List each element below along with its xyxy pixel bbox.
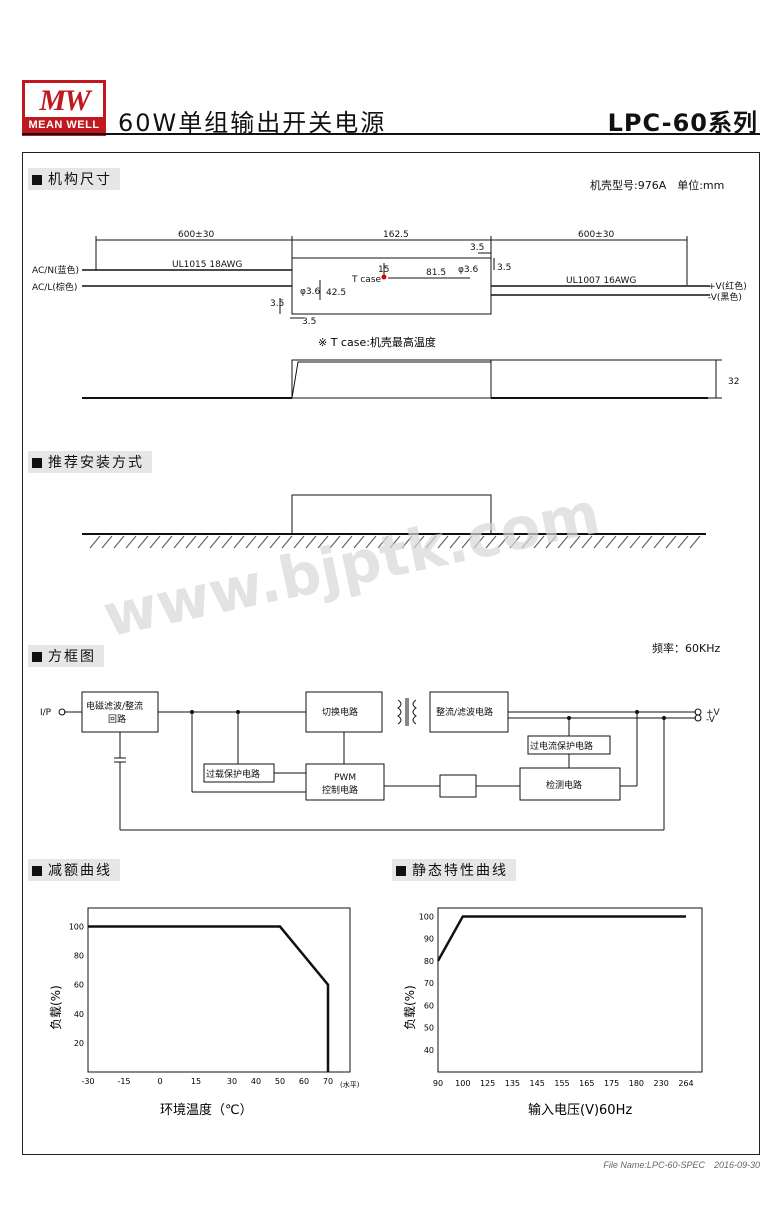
logo-text: MEAN WELL bbox=[25, 117, 103, 133]
derating-x-tick: -30 bbox=[81, 1077, 94, 1086]
dim-phi-a: φ3.6 bbox=[300, 287, 321, 297]
vplus-out: +V bbox=[706, 708, 721, 718]
static-x-tick: 125 bbox=[480, 1079, 495, 1088]
static-plot-area bbox=[437, 907, 703, 1073]
height-dim: 32 bbox=[728, 377, 739, 387]
block-diagram: I/P 电磁滤波/整流 回路 切换电路 整流/滤波电路 过载保护电路 PWM 控… bbox=[40, 691, 721, 831]
dim-42-5: 42.5 bbox=[326, 288, 346, 298]
derating-y-tick: 40 bbox=[74, 1010, 84, 1019]
derating-curve bbox=[88, 925, 330, 1072]
static-x-tick: 155 bbox=[554, 1079, 569, 1088]
section-derating: 减额曲线 bbox=[28, 859, 120, 881]
rect-block-label: 整流/滤波电路 bbox=[436, 706, 493, 718]
series-title: LPC-60系列 bbox=[607, 109, 758, 137]
derating-y-tick: 20 bbox=[74, 1039, 84, 1048]
derating-x-tick: 40 bbox=[251, 1077, 261, 1086]
static-y-label: 负载(%) bbox=[403, 985, 417, 1030]
dim-mid: 162.5 bbox=[383, 230, 409, 240]
static-x-tick: 230 bbox=[654, 1079, 669, 1088]
static-curve bbox=[436, 915, 686, 962]
derating-x-tick: 70 bbox=[323, 1077, 333, 1086]
ip-label: I/P bbox=[40, 708, 52, 718]
static-x-tick: 165 bbox=[579, 1079, 594, 1088]
mechanical-drawing: 600±30 162.5 600±30 3.5 3.5 3.5 3.5 42.5… bbox=[32, 230, 747, 640]
vplus-label: +V(红色) bbox=[708, 280, 747, 292]
static-x-tick: 135 bbox=[505, 1079, 520, 1088]
content-frame bbox=[22, 152, 760, 1155]
static-x-tick: 145 bbox=[530, 1079, 545, 1088]
static-y-tick: 40 bbox=[424, 1046, 434, 1055]
static-x-tick: 100 bbox=[455, 1079, 470, 1088]
static-x-label: 输入电压(V)60Hz bbox=[528, 1102, 632, 1118]
file-name-footer: File Name:LPC-60-SPEC 2016-09-30 bbox=[603, 1160, 760, 1170]
dim-15: 15 bbox=[378, 265, 389, 275]
ocp-block-label: 过载保护电路 bbox=[206, 768, 260, 780]
logo-mark: MW bbox=[39, 84, 90, 117]
derating-x-tick: 60 bbox=[299, 1077, 309, 1086]
vminus-label: -V(黑色) bbox=[708, 291, 742, 303]
derating-y-label: 负载(%) bbox=[49, 985, 63, 1030]
pwm-block-label: PWM bbox=[334, 773, 356, 783]
section-static: 静态特性曲线 bbox=[392, 859, 516, 881]
dim-3-5-b: 3.5 bbox=[497, 263, 511, 273]
derating-x-tick: 0 bbox=[157, 1077, 162, 1086]
derating-plot-area bbox=[87, 907, 351, 1073]
dim-3-5-a: 3.5 bbox=[470, 243, 484, 253]
wire-left-label: UL1015 18AWG bbox=[172, 260, 242, 270]
detect-block-label: 检测电路 bbox=[546, 779, 582, 791]
derating-y-tick: 60 bbox=[74, 981, 84, 990]
derating-chart: -30 -15 0 15 30 40 50 60 70 20 40 60 80 100 (水平) 环境温度… bbox=[49, 907, 360, 1118]
derating-x-tick: 50 bbox=[275, 1077, 285, 1086]
derating-x-label: 环境温度（℃） bbox=[160, 1102, 253, 1118]
static-y-tick: 60 bbox=[424, 1001, 434, 1010]
tcase-label: T case bbox=[351, 275, 382, 285]
dim-left: 600±30 bbox=[178, 230, 214, 240]
wire-right-label: UL1007 16AWG bbox=[566, 276, 636, 286]
switch-block-label: 切换电路 bbox=[322, 706, 358, 718]
watermark: www.bjptk.com bbox=[97, 479, 605, 640]
static-x-tick: 180 bbox=[629, 1079, 644, 1088]
section-install: 推荐安装方式 bbox=[28, 451, 152, 473]
derating-x-tick: -15 bbox=[117, 1077, 130, 1086]
static-y-tick: 90 bbox=[424, 935, 434, 944]
static-y-tick: 80 bbox=[424, 957, 434, 966]
static-chart: 90 100 125 135 145 155 165 175 180 230 264 40 50 60 70… bbox=[403, 907, 703, 1118]
acn-label: AC/N(蓝色) bbox=[32, 264, 79, 276]
static-y-tick: 100 bbox=[419, 912, 434, 921]
ccp-block-label: 过电流保护电路 bbox=[530, 740, 593, 752]
static-x-tick: 175 bbox=[604, 1079, 619, 1088]
derating-y-tick: 100 bbox=[69, 923, 84, 932]
section-block: 方框图 bbox=[28, 645, 104, 667]
static-y-tick: 70 bbox=[424, 979, 434, 988]
header-rule bbox=[22, 133, 760, 135]
derating-x-tick: 15 bbox=[191, 1077, 201, 1086]
static-x-tick: 90 bbox=[433, 1079, 443, 1088]
section-mechanical: 机构尺寸 bbox=[28, 168, 120, 190]
derating-x-unit: (水平) bbox=[340, 1080, 360, 1089]
dim-3-5-c: 3.5 bbox=[270, 299, 284, 309]
acl-label: AC/L(棕色) bbox=[32, 281, 77, 293]
dim-3-5-d: 3.5 bbox=[302, 317, 316, 327]
tcase-note: ※ T case:机壳最高温度 bbox=[318, 335, 436, 349]
dim-right: 600±30 bbox=[578, 230, 614, 240]
case-info: 机壳型号:976A 单位:mm bbox=[590, 179, 725, 192]
page-title: 60W单组输出开关电源 bbox=[118, 109, 387, 137]
emi-block-label-2: 回路 bbox=[108, 713, 126, 725]
derating-y-tick: 80 bbox=[74, 952, 84, 961]
frequency-label: 频率：60KHz bbox=[652, 642, 721, 655]
dim-81-5: 81.5 bbox=[426, 268, 446, 278]
emi-block-label: 电磁滤波/整流 bbox=[86, 700, 143, 712]
static-x-tick: 264 bbox=[678, 1079, 693, 1088]
dim-phi-b: φ3.6 bbox=[458, 265, 479, 275]
vminus-out: -V bbox=[706, 715, 716, 725]
pwm-block-label-2: 控制电路 bbox=[322, 784, 358, 796]
derating-x-tick: 30 bbox=[227, 1077, 237, 1086]
static-y-tick: 50 bbox=[424, 1024, 434, 1033]
